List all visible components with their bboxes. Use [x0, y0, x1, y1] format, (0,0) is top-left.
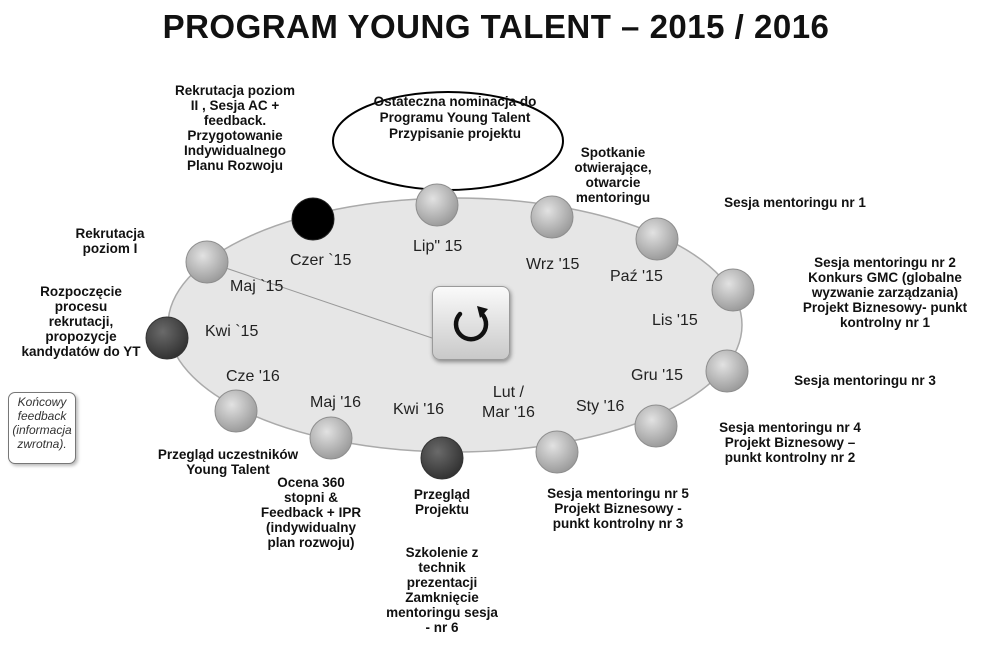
- month-lut-mar-16: Lut / Mar '16: [482, 384, 535, 421]
- node-lis-15: [711, 268, 755, 312]
- month-cze-16: Cze '16: [226, 368, 280, 385]
- desc-ocena-360: Ocena 360 stopni & Feedback + IPR (indyw…: [260, 475, 362, 550]
- node-kwi-16: [420, 436, 464, 480]
- nomination-text: Ostateczna nominacja do Programu Young T…: [373, 94, 537, 141]
- month-paz-15: Paź '15: [610, 268, 663, 285]
- cycle-icon: [432, 286, 510, 360]
- month-gru-15: Gru '15: [631, 367, 683, 384]
- node-maj-16: [309, 416, 353, 460]
- node-czer-15: [291, 197, 335, 241]
- desc-przeglad-uczestnikow: Przegląd uczestników Young Talent: [157, 447, 299, 477]
- node-lut-mar-16: [535, 430, 579, 474]
- desc-sesja-3: Sesja mentoringu nr 3: [794, 373, 936, 388]
- desc-sesja-4: Sesja mentoringu nr 4 Projekt Biznesowy …: [719, 420, 861, 465]
- node-paz-15: [635, 217, 679, 261]
- month-lis-15: Lis '15: [652, 312, 698, 329]
- desc-rekrutacja-ii: Rekrutacja poziom II , Sesja AC + feedba…: [174, 83, 296, 173]
- node-cze-16: [214, 389, 258, 433]
- month-maj-16: Maj '16: [310, 394, 362, 411]
- node-lip-15: [415, 183, 459, 227]
- month-sty-16: Sty '16: [576, 398, 625, 415]
- final-feedback-callout: Końcowy feedback (informacja zwrotna).: [8, 392, 76, 464]
- node-kwi-15: [145, 316, 189, 360]
- node-gru-15: [705, 349, 749, 393]
- month-lip-15: Lip" 15: [413, 238, 463, 255]
- desc-sesja-2: Sesja mentoringu nr 2 Konkurs GMC (globa…: [802, 255, 968, 330]
- node-maj-15: [185, 240, 229, 284]
- page-title: PROGRAM YOUNG TALENT – 2015 / 2016: [162, 8, 830, 45]
- desc-sesja-5: Sesja mentoringu nr 5 Projekt Biznesowy …: [547, 486, 689, 531]
- desc-sesja-1: Sesja mentoringu nr 1: [724, 195, 866, 210]
- month-maj-15: Maj `15: [230, 278, 284, 295]
- desc-spotkanie: Spotkanie otwierające, otwarcie mentorin…: [574, 145, 652, 205]
- node-sty-16: [634, 404, 678, 448]
- desc-rozpoczecie: Rozpoczęcie procesu rekrutacji, propozyc…: [21, 284, 141, 359]
- month-wrz-15: Wrz '15: [526, 256, 580, 273]
- node-wrz-15: [530, 195, 574, 239]
- desc-rekrutacja-i: Rekrutacja poziom I: [75, 226, 145, 256]
- month-kwi-16: Kwi '16: [393, 401, 445, 418]
- desc-przeglad-projektu: Przegląd Projektu: [413, 487, 471, 517]
- month-czer-15: Czer `15: [290, 252, 352, 269]
- month-kwi-15: Kwi `15: [205, 323, 259, 340]
- pointer-line: [207, 261, 433, 339]
- desc-szkolenie: Szkolenie z technik prezentacji Zamknięc…: [386, 545, 498, 635]
